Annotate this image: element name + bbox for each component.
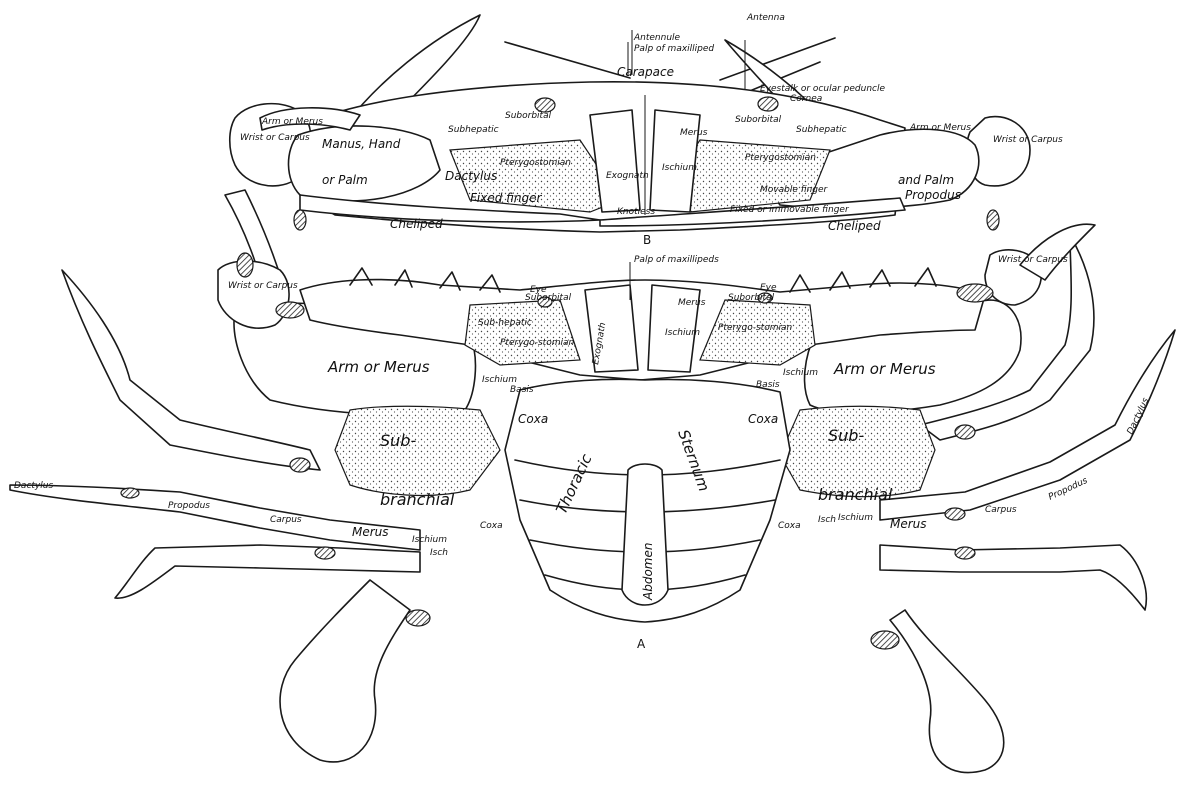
label-ischium-leg-left: Ischium: [412, 535, 447, 545]
label-cornea: Cornea: [790, 94, 822, 104]
label-basis-a-left: Basis: [510, 385, 534, 395]
antenna-line-left: [505, 42, 630, 78]
label-subhepatic-a: Sub-hepatic: [478, 318, 532, 328]
label-pterygostomian-b-left: Pterygostomian: [500, 158, 571, 168]
eye-b-left: [535, 98, 555, 112]
joint-mark-4: [955, 425, 975, 439]
label-palp-of-maxillipeds: Palp of maxillipeds: [634, 255, 719, 265]
label-carpus-a-right: Carpus: [985, 505, 1017, 515]
label-merus-a-left: Merus: [352, 525, 389, 539]
view-label-b: B: [643, 233, 651, 247]
label-fixed-or-immovable-finger: Fixed or immovable finger: [730, 205, 850, 215]
label-eye-a-right: Eye: [760, 283, 777, 293]
label-arm-or-merus-a-left: Arm or Merus: [327, 358, 430, 376]
label-cheliped-b-right: Cheliped: [828, 219, 881, 233]
label-carapace: Carapace: [617, 65, 674, 79]
label-ischium-small-left: Isch: [430, 548, 448, 558]
walking-leg-left-2: [10, 485, 420, 550]
label-coxa-lower-right: Coxa: [778, 521, 801, 531]
paddle-leg-right: [890, 610, 1004, 773]
label-ischium-b: Ischium: [662, 163, 697, 173]
joint-mark-2: [957, 284, 993, 302]
joint-mark-10: [406, 610, 430, 626]
label-antennule: Antennule: [633, 33, 681, 43]
mouthparts-a-stipple-left: [465, 300, 580, 365]
joint-mark-6: [945, 508, 965, 520]
label-suborbital-a-right: Suborbital: [728, 293, 775, 303]
label-cheliped-b-left: Cheliped: [390, 217, 443, 231]
label-sub-left: Sub-: [380, 431, 416, 450]
joint-mark-3: [290, 458, 310, 472]
walking-leg-right-3: [880, 545, 1146, 610]
label-coxa-a-right: Coxa: [748, 412, 778, 426]
label-carpus-a-left: Carpus: [270, 515, 302, 525]
label-knotless: Knotless: [617, 207, 655, 217]
paddle-leg-left: [280, 580, 410, 762]
label-manus-hand: Manus, Hand: [322, 137, 401, 151]
label-subhepatic-b-left: Subhepatic: [448, 125, 499, 135]
label-movable-finger: Movable finger: [760, 185, 828, 195]
label-suborbital-a-left: Suborbital: [525, 293, 572, 303]
label-coxa-a-left: Coxa: [518, 412, 548, 426]
label-wrist-or-carpus-b-left: Wrist or Carpus: [240, 133, 310, 143]
label-propodus-a-left: Propodus: [168, 501, 210, 511]
label-antenna: Antenna: [746, 13, 785, 23]
view-label-a: A: [637, 637, 646, 651]
label-subhepatic-b-right: Subhepatic: [796, 125, 847, 135]
joint-mark-5: [121, 488, 139, 498]
label-coxa-lower-left: Coxa: [480, 521, 503, 531]
label-eyestalk: Eyestalk or ocular peduncle: [760, 84, 885, 94]
label-wrist-or-carpus-a-right: Wrist or Carpus: [998, 255, 1068, 265]
eye-b-right: [758, 97, 778, 111]
joint-mark-1: [276, 302, 304, 318]
label-merus-a-center: Merus: [678, 298, 706, 308]
label-dactylus-b: Dactylus: [445, 169, 497, 183]
joint-mark-12: [294, 210, 306, 230]
label-exognath-b: Exognath: [606, 171, 649, 181]
label-arm-or-merus-a-right: Arm or Merus: [833, 360, 936, 378]
joint-mark-8: [955, 547, 975, 559]
label-abdomen: Abdomen: [641, 543, 655, 601]
label-wrist-or-carpus-a-left: Wrist or Carpus: [228, 281, 298, 291]
label-and-palm: and Palm: [898, 173, 954, 187]
view-a-ventral: [10, 190, 1175, 773]
label-branchial-right: branchial: [818, 485, 893, 504]
label-merus-a-right: Merus: [890, 517, 927, 531]
label-pterygostomian-a-left: Pterygo-stomian: [500, 338, 574, 348]
antenna-line-right: [720, 38, 835, 80]
label-or-palm: or Palm: [322, 173, 368, 187]
label-merus-b: Merus: [680, 128, 708, 138]
label-palp-of-maxilliped: Palp of maxilliped: [634, 44, 714, 54]
joint-mark-7: [315, 547, 335, 559]
label-arm-or-merus-b-right: Arm or Merus: [909, 123, 971, 133]
cheliped-a-left-carpus: [218, 261, 289, 328]
label-fixed-finger: Fixed finger: [470, 191, 543, 205]
subbranchial-left: [335, 406, 500, 495]
label-suborbital-b-left: Suborbital: [505, 111, 552, 121]
label-ischium-a-left: Ischium: [482, 375, 517, 385]
label-ischium-a-center: Ischium: [665, 328, 700, 338]
label-ischium-small-right: Isch: [818, 515, 836, 525]
label-propodus-b: Propodus: [905, 188, 961, 202]
joint-mark-13: [987, 210, 999, 230]
subbranchial-right: [780, 406, 935, 497]
label-basis-a-right: Basis: [756, 380, 780, 390]
joint-mark-11: [237, 253, 253, 277]
label-pterygostomian-a-right: Pterygo-stomian: [718, 323, 792, 333]
label-sub-right: Sub-: [828, 426, 864, 445]
label-suborbital-b-right: Suborbital: [735, 115, 782, 125]
label-wrist-or-carpus-b-right: Wrist or Carpus: [993, 135, 1063, 145]
label-pterygostomian-b-right: Pterygostomian: [745, 153, 816, 163]
label-arm-or-merus-b-left: Arm or Merus: [261, 117, 323, 127]
label-branchial-left: branchial: [380, 490, 455, 509]
label-ischium-a-right: Ischium: [783, 368, 818, 378]
joint-mark-9: [871, 631, 899, 649]
label-dactylus-a-left: Dactylus: [14, 481, 53, 491]
label-ischium-leg-right: Ischium: [838, 513, 873, 523]
